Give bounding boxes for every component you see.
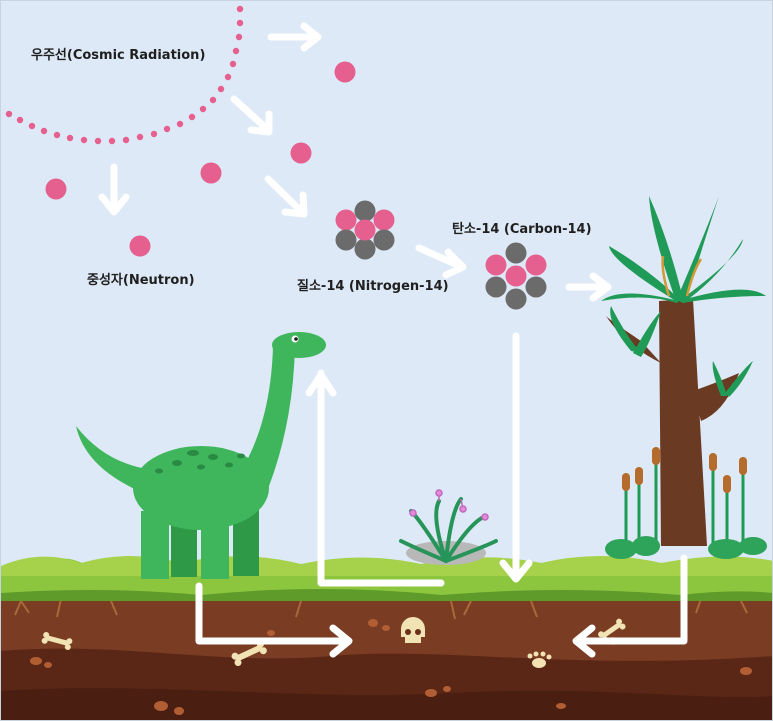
arrow-right-icon bbox=[419, 248, 463, 275]
label-nitrogen-14: 질소-14 (Nitrogen-14) bbox=[297, 275, 449, 294]
neutron-particle-icon bbox=[335, 62, 356, 83]
label-neutron: 중성자(Neutron) bbox=[87, 269, 195, 288]
nitrogen-atom-icon bbox=[336, 201, 395, 260]
neutron-particle-icon bbox=[201, 163, 222, 184]
neutron-particle-icon bbox=[46, 179, 67, 200]
soil bbox=[1, 586, 773, 721]
neutron-particle-icon bbox=[291, 143, 312, 164]
fern-icon bbox=[401, 490, 496, 565]
arrow-down-icon bbox=[503, 336, 529, 579]
arrow-right-icon bbox=[569, 276, 608, 298]
carbon-atom-icon bbox=[486, 243, 547, 310]
neutron-particles bbox=[46, 62, 356, 257]
cosmic-ray-arc-icon bbox=[6, 6, 243, 144]
arrow-diagonal-icon bbox=[268, 179, 304, 214]
dinosaur-icon bbox=[76, 332, 326, 579]
label-cosmic-radiation: 우주선(Cosmic Radiation) bbox=[31, 44, 205, 63]
arrow-diagonal-icon bbox=[234, 99, 269, 132]
grass bbox=[1, 556, 773, 601]
arrow-down-icon bbox=[102, 167, 126, 212]
neutron-particle-icon bbox=[130, 236, 151, 257]
arrow-right-icon bbox=[271, 26, 318, 48]
label-carbon-14: 탄소-14 (Carbon-14) bbox=[452, 218, 592, 237]
